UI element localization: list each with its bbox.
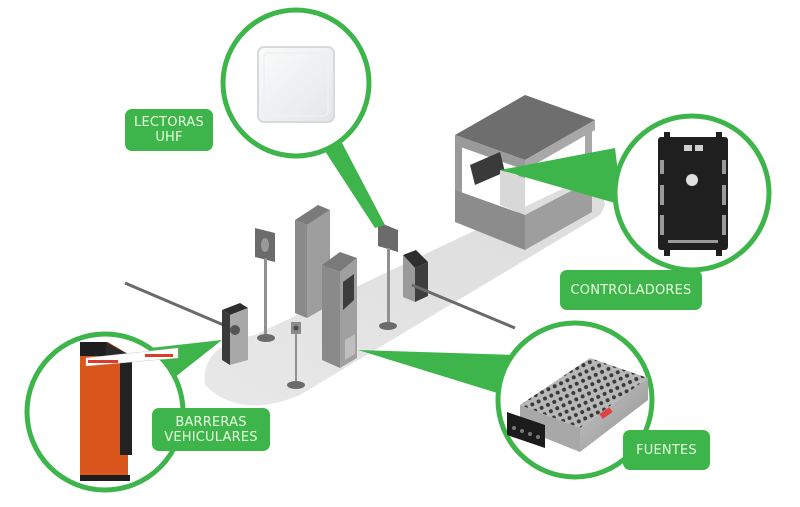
label-line: UHF	[155, 130, 183, 145]
callout-controladores	[612, 113, 772, 273]
callout-lectoras-uhf	[220, 7, 372, 159]
power-supply-image	[507, 358, 648, 452]
uhf-reader-image	[257, 46, 335, 123]
barrier-unit-left	[124, 281, 248, 365]
label-line: FUENTES	[636, 442, 697, 458]
label-controladores: CONTROLADORES	[560, 270, 702, 310]
guard-booth	[455, 95, 595, 250]
label-lectoras-uhf: LECTORAS UHF	[125, 109, 213, 151]
controller-board-image	[658, 132, 728, 256]
card-reader-post	[287, 322, 305, 389]
uhf-reader-post	[378, 222, 398, 330]
label-line: BARRERAS	[175, 414, 247, 430]
label-line: LECTORAS	[134, 115, 204, 130]
barrier-unit-right	[403, 250, 516, 330]
label-line: CONTROLADORES	[570, 282, 692, 298]
ticket-kiosk	[322, 252, 357, 368]
vehicle-barrier-image	[80, 342, 179, 481]
sign-post	[255, 228, 275, 342]
label-barreras-vehiculares: BARRERAS VEHICULARES	[152, 408, 270, 451]
label-line: VEHICULARES	[164, 429, 258, 445]
label-fuentes: FUENTES	[623, 430, 710, 470]
callout-barreras	[24, 331, 186, 493]
callout-fuentes	[495, 320, 655, 480]
